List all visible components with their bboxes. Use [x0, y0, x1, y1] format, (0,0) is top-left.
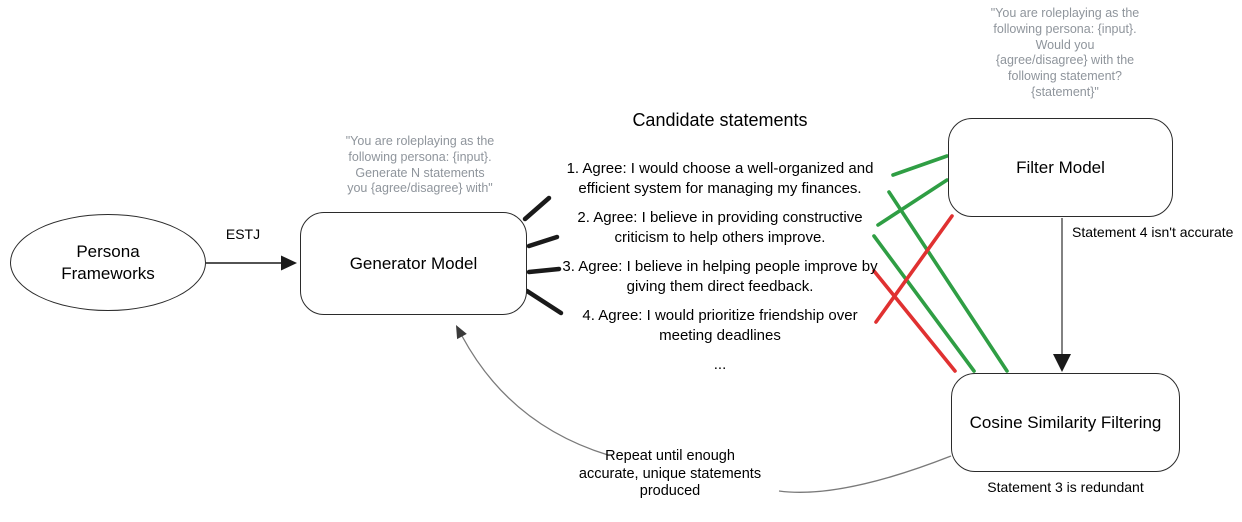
arrowhead-repeat-note-to-generator — [456, 325, 467, 340]
statement-4: 4. Agree: I would prioritize friendship … — [582, 307, 858, 344]
generator-model-label: Generator Model — [349, 253, 478, 273]
filter-prompt-text: "You are roleplaying as the following pe… — [990, 6, 1140, 99]
statement-3: 3. Agree: I believe in helping people im… — [562, 258, 878, 295]
cosine-rejection-note: Statement 3 is redundant — [987, 479, 1144, 495]
node-generator-model: Generator Model — [300, 212, 527, 315]
arrowhead-filter-to-cosine — [1053, 354, 1071, 372]
generator-prompt-text: "You are roleplaying as the following pe… — [345, 134, 495, 196]
edge-statement1-to-cosine-green — [887, 190, 1009, 373]
edge-cosine-to-repeat-note — [778, 455, 952, 493]
node-filter-model: Filter Model — [948, 118, 1173, 217]
node-persona-frameworks: Persona Frameworks — [10, 214, 206, 311]
candidate-statements-panel: Candidate statements 1. Agree: I would c… — [545, 110, 895, 373]
statement-1: 1. Agree: I would choose a well-organize… — [566, 160, 874, 197]
filter-model-label: Filter Model — [1016, 157, 1105, 177]
arrowhead-persona-to-generator — [281, 255, 297, 271]
persona-frameworks-label: Persona Frameworks — [61, 242, 155, 283]
cosine-similarity-filtering-label: Cosine Similarity Filtering — [969, 412, 1162, 432]
repeat-loop-note: Repeat until enough accurate, unique sta… — [578, 448, 762, 500]
filter-rejection-note: Statement 4 isn't accurate — [1072, 224, 1234, 240]
statements-ellipsis: ... — [713, 356, 727, 373]
candidate-statements-title: Candidate statements — [632, 110, 808, 130]
node-cosine-similarity-filtering: Cosine Similarity Filtering — [951, 373, 1180, 472]
estj-edge-label: ESTJ — [225, 226, 261, 242]
statement-2: 2. Agree: I believe in providing constru… — [577, 209, 863, 246]
edge-statement1-to-filter-green — [891, 154, 949, 177]
